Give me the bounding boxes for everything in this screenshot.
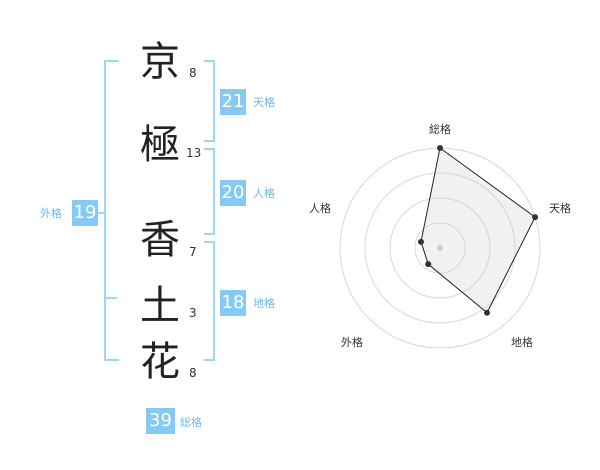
radar-point-2: [532, 214, 539, 221]
radar-axis-label-1: 総格: [429, 122, 451, 136]
radar-point-4: [425, 261, 432, 268]
bracket-gaikaku: [104, 60, 119, 361]
radar-axis-label-4: 外格: [341, 335, 363, 349]
stroke-count-1: 8: [189, 66, 197, 80]
jinkaku-value: 20: [220, 180, 246, 206]
chikaku-value: 18: [220, 290, 246, 316]
soukaku-value: 39: [146, 408, 175, 434]
radar-point-3: [484, 309, 491, 316]
name-char-5: 花: [140, 339, 180, 385]
stroke-count-3: 7: [189, 245, 197, 259]
radar-point-5: [417, 238, 424, 245]
name-char-2: 極: [140, 122, 180, 168]
radar-series-polygon: [420, 147, 536, 314]
stroke-count-5: 8: [189, 366, 197, 380]
tenkaku-label: 天格: [253, 96, 275, 109]
gaikaku-value: 19: [72, 200, 98, 226]
stroke-count-4: 3: [189, 306, 197, 320]
chikaku-label: 地格: [253, 297, 275, 310]
radar-ring-3: [364, 172, 516, 324]
bracket-chikaku: [204, 241, 215, 361]
radar-axis-label-2: 天格: [549, 201, 571, 215]
radar-center-dot: [437, 245, 443, 251]
bracket-gaikaku-connector: [98, 212, 104, 214]
radar-point-1: [437, 145, 443, 151]
name-char-1: 京: [140, 39, 180, 85]
radar-ring-1: [414, 222, 466, 274]
jinkaku-label: 人格: [253, 187, 275, 200]
stroke-count-2: 13: [186, 146, 202, 160]
radar-axis-label-3: 地格: [511, 335, 533, 349]
soukaku-label: 総格: [180, 416, 202, 429]
gaikaku-label: 外格: [40, 207, 62, 220]
bracket-tenkaku: [204, 60, 215, 142]
radar-ring-2: [389, 197, 491, 299]
radar-axis-label-5: 人格: [309, 201, 331, 215]
name-char-4: 土: [140, 283, 180, 329]
name-char-3: 香: [140, 217, 180, 263]
bracket-jinkaku: [204, 148, 215, 235]
bracket-gaikaku-tick: [104, 297, 117, 299]
tenkaku-value: 21: [220, 89, 246, 115]
